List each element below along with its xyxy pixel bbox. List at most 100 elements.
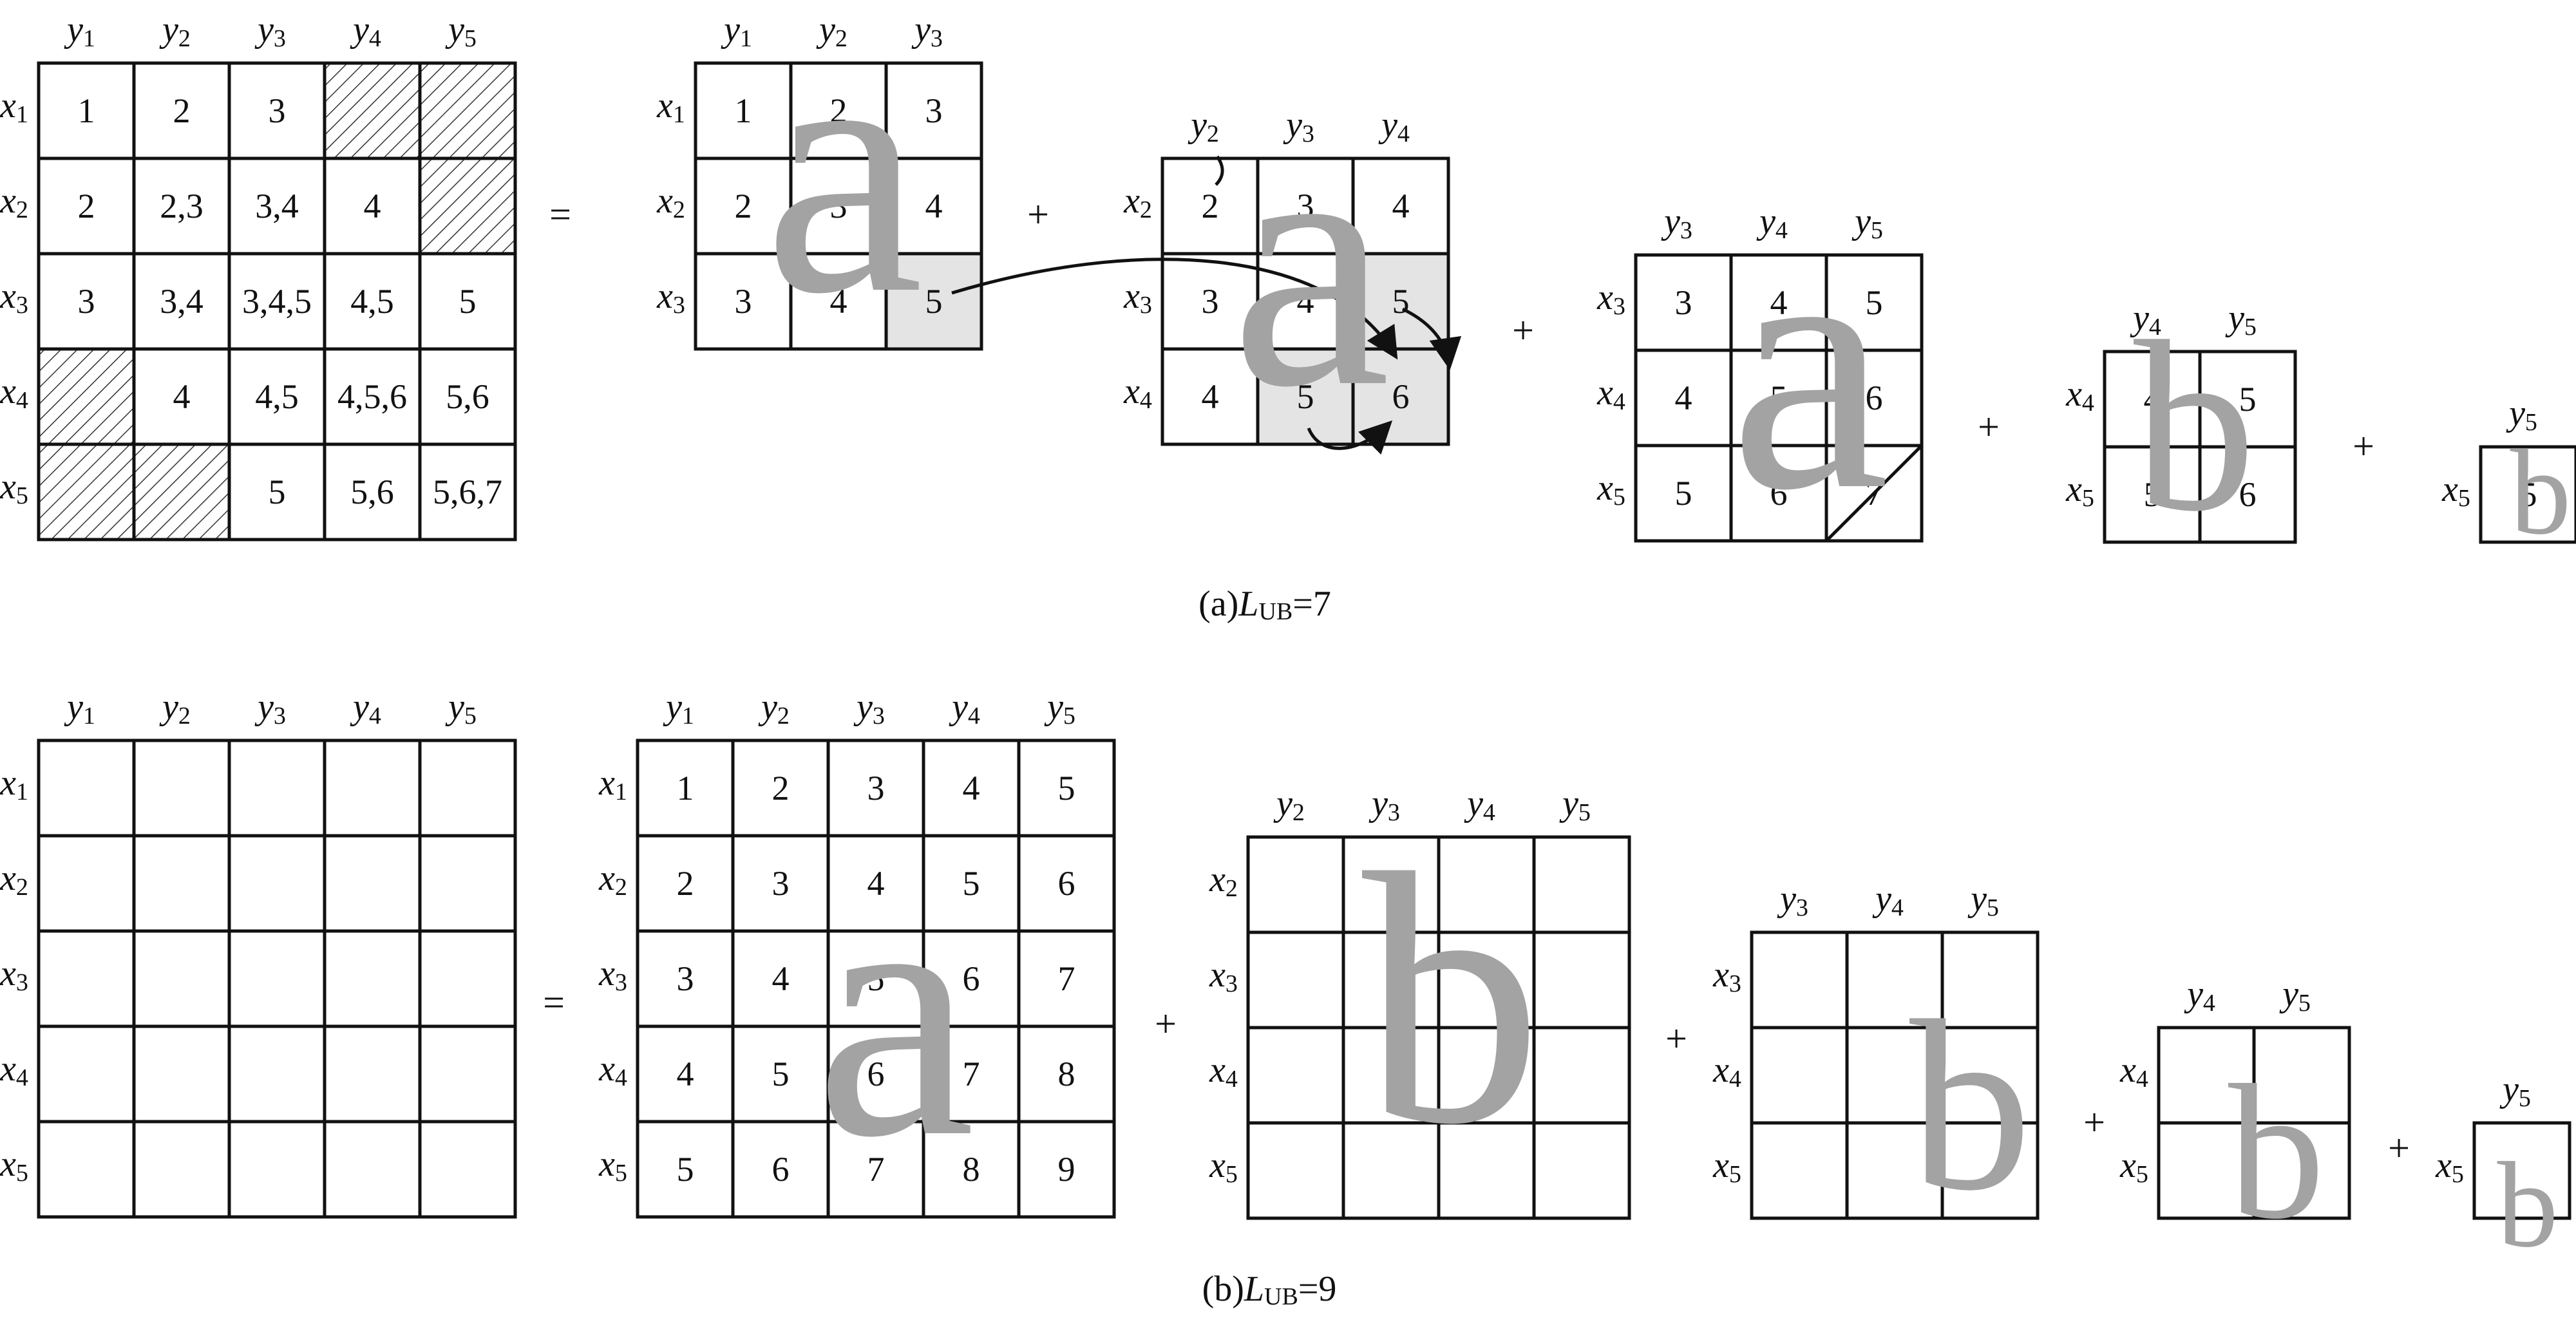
watermark-layer: a a a b b a b b b b [764,0,2571,1273]
cell-a1-r3-c2 [789,252,888,351]
cell-b1-r1-c4 [922,739,1021,838]
cell-a3-r2-c2 [1729,348,1828,447]
col-label-b0-y5: y5 [445,687,477,730]
cell-value-b1-r1-c4: 4 [963,769,980,807]
cell-a0-r3-c1 [37,252,136,351]
cell-b2-r3-c4 [1532,1026,1631,1125]
row-label-b0-x4: x4 [0,1049,28,1091]
cell-value-a1-r1-c1: 1 [735,91,752,130]
col-label-a0-y3: y3 [254,10,286,52]
cell-a2-r1-c2 [1256,156,1355,256]
arrow-long [951,258,1398,360]
cell-a2-r3-c2 [1256,347,1355,446]
watermark-glyph-9: b [2228,1045,2325,1259]
cell-value-a2-r2-c3: 5 [1392,282,1410,321]
cell-a0-r4-c3 [227,347,327,446]
cell-b0-r1-c3 [227,739,327,838]
cell-b0-r2-c4 [323,834,422,933]
cell-value-a2-r2-c2: 4 [1297,282,1314,321]
col-label-a2-y2: y2 [1188,105,1219,147]
caption-b-sub: UB [1264,1283,1298,1310]
cell-a1-r2-c2 [789,156,888,256]
cell-b0-r2-c1 [37,834,136,933]
cell-value-a3-r2-c1: 4 [1675,379,1692,417]
row-label-b4-x4: x4 [2119,1050,2148,1093]
plus-sign-b2: + [1665,1017,1687,1060]
cell-value-a3-r1-c3: 5 [1866,283,1883,322]
cell-b1-r2-c5 [1017,834,1116,933]
cell-value-b1-r2-c5: 6 [1058,864,1075,903]
cell-value-b1-r3-c1: 3 [677,959,694,998]
cell-b2-r1-c1 [1246,835,1345,934]
row-label-b4-x5: x5 [2119,1145,2148,1188]
cell-value-b1-r5-c3: 7 [867,1150,885,1189]
row-label-a2-x3: x3 [1123,276,1152,319]
cell-b1-r1-c1 [636,739,735,838]
cell-b1-r2-c2 [731,834,830,933]
plus-sign-a2: + [1512,309,1534,352]
cell-a0-r5-c4 [323,442,422,541]
row-label-b0-x5: x5 [0,1144,28,1187]
row-label-b1-x2: x2 [598,858,627,901]
cell-value-b1-r5-c2: 6 [772,1150,790,1189]
watermark-glyph-7: b [1362,800,1542,1199]
cell-value-a2-r3-c2: 5 [1297,377,1314,416]
col-label-b4-y4: y4 [2184,974,2215,1017]
cell-b2-r4-c4 [1532,1121,1631,1220]
cell-b2-r2-c1 [1246,930,1345,1030]
cell-value-b1-r4-c3: 6 [867,1055,885,1093]
cell-value-a3-r3-c3: 7 [1866,474,1883,513]
cell-value-a2-r1-c1: 2 [1202,187,1219,225]
cell-a2-r2-c1 [1160,252,1260,351]
cell-a1-r3-c3 [884,252,983,351]
watermark-glyph-8: b [1909,970,2032,1241]
cell-a3-r1-c2 [1729,253,1828,352]
cell-value-b1-r2-c2: 3 [772,864,790,903]
watermark-glyph-5: b [2510,425,2571,560]
row-label-b2-x4: x4 [1209,1050,1238,1093]
cell-b0-r2-c2 [132,834,231,933]
equals-sign-b: = [543,981,565,1024]
cell-a5-r1-c1 [2479,445,2576,544]
cell-a0-r5-c3 [227,442,327,541]
caption-a-suffix: =7 [1293,584,1331,624]
col-label-b0-y4: y4 [350,687,381,730]
cell-value-a1-r2-c2: 3 [830,187,848,225]
cell-a2-r1-c3 [1351,156,1450,256]
cell-value-b1-r3-c4: 6 [963,959,980,998]
cell-value-a0-r3-c1: 3 [78,282,95,321]
row-label-a2-x2: x2 [1123,181,1152,223]
col-label-b4-y5: y5 [2279,974,2311,1017]
cell-b1-r1-c5 [1017,739,1116,838]
row-label-a1-x1: x1 [656,86,685,128]
cell-value-a2-r1-c3: 4 [1392,187,1410,225]
cell-a3-r1-c1 [1634,253,1733,352]
col-label-b2-y3: y3 [1368,784,1400,826]
row-label-a0-x3: x3 [0,276,28,319]
cell-a0-r4-c1 [37,347,136,446]
cell-a1-r2-c3 [884,156,983,256]
cell-a0-r2-c5 [418,156,517,256]
cell-b3-r1-c3 [1940,930,2040,1030]
cell-value-a1-r3-c3: 5 [925,282,943,321]
cell-b0-r5-c2 [132,1120,231,1219]
cell-a3-r2-c3 [1824,348,1924,447]
col-label-b3-y4: y4 [1872,879,1904,921]
cell-a0-r1-c1 [37,61,136,160]
cell-b1-r5-c2 [731,1120,830,1219]
cell-value-a4-r2-c2: 6 [2239,475,2257,514]
cell-a0-r3-c2 [132,252,231,351]
cell-b3-r3-c1 [1750,1121,1849,1220]
cell-value-b1-r1-c1: 1 [677,769,694,807]
row-label-a4-x5: x5 [2065,469,2094,512]
col-label-b0-y1: y1 [64,687,95,730]
cell-value-a4-r2-c1: 5 [2144,475,2161,514]
cell-b5-r1-c1 [2472,1121,2571,1220]
cell-b2-r2-c3 [1437,930,1536,1030]
cell-b0-r2-c3 [227,834,327,933]
cell-b2-r3-c1 [1246,1026,1345,1125]
